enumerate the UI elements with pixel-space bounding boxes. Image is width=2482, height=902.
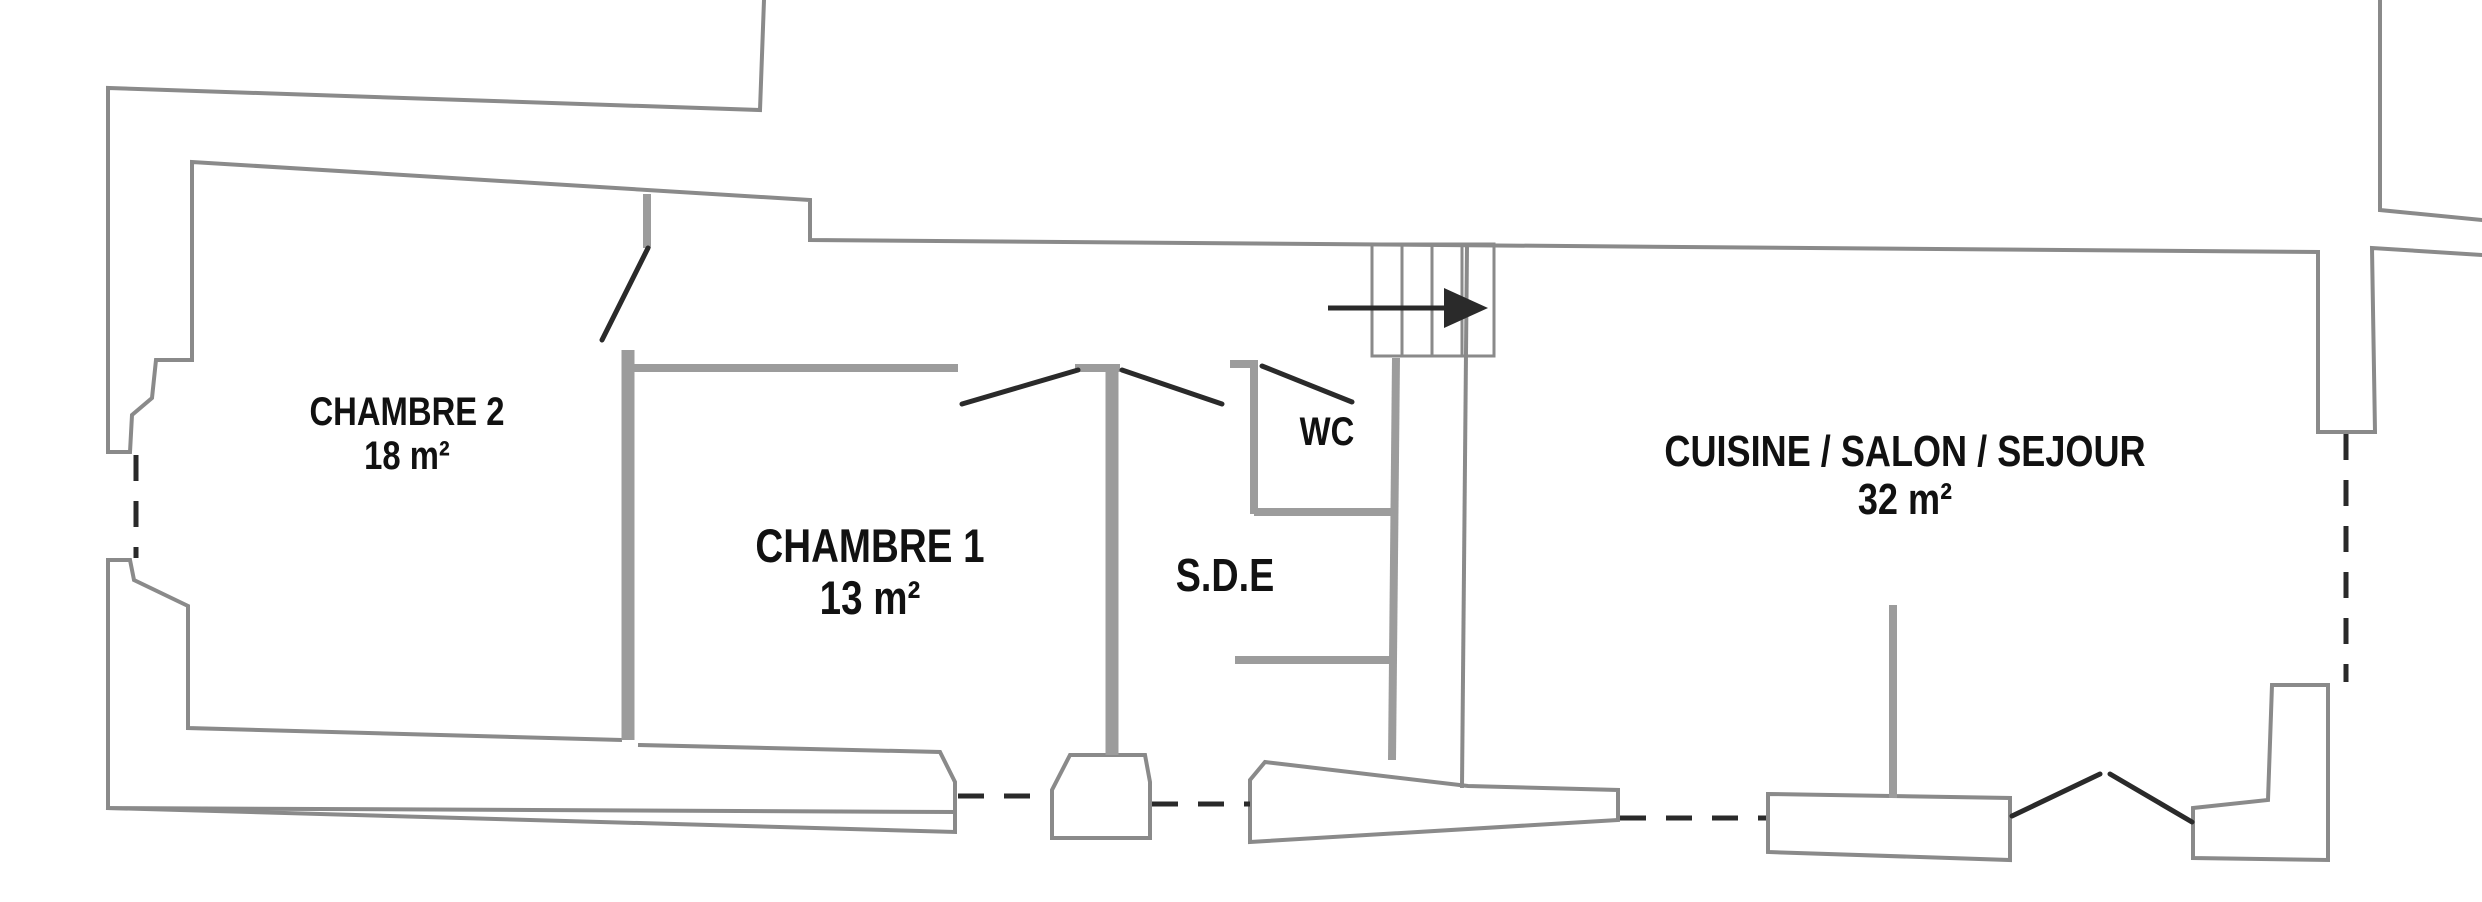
door-sde <box>1119 367 1225 407</box>
room-label-sde: S.D.E <box>1155 550 1294 601</box>
interior-partitions <box>621 194 1897 798</box>
room-name: S.D.E <box>1175 549 1275 601</box>
room-area: 13 m² <box>819 570 921 624</box>
door-sejour-left <box>2009 771 2103 819</box>
room-name: CHAMBRE 2 <box>309 390 505 434</box>
stair-arrow <box>1328 288 1488 328</box>
exterior-walls <box>105 0 2482 863</box>
room-label-wc: WC <box>1282 410 1372 454</box>
room-label-chambre1: CHAMBRE 1 13 m² <box>731 520 1010 623</box>
openings <box>133 434 2349 821</box>
room-label-chambre2: CHAMBRE 2 18 m² <box>288 390 526 478</box>
room-name: CUISINE / SALON / SEJOUR <box>1664 427 2146 476</box>
room-area: 32 m² <box>1857 475 1953 525</box>
door-chambre1 <box>959 367 1081 407</box>
room-area: 18 m² <box>364 434 450 478</box>
door-wc <box>1259 363 1355 405</box>
room-label-sejour: CUISINE / SALON / SEJOUR 32 m² <box>1639 427 2172 525</box>
door-sejour-right <box>2107 771 2195 825</box>
door-chambre2 <box>599 245 651 343</box>
staircase <box>1370 242 1496 358</box>
room-name: CHAMBRE 1 <box>755 519 985 572</box>
doors <box>599 245 2195 825</box>
room-name: WC <box>1299 410 1355 454</box>
